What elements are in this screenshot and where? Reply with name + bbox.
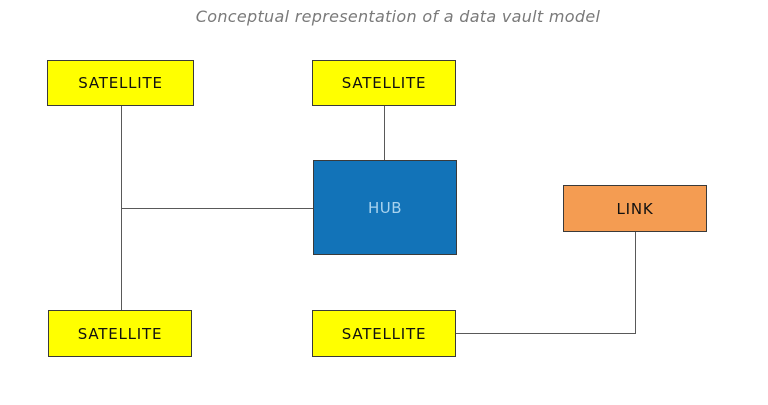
node-label: SATELLITE xyxy=(341,324,427,343)
node-label: HUB xyxy=(367,198,403,217)
node-satellite-top-middle: SATELLITE xyxy=(312,60,456,106)
edge-link-vertical-segment xyxy=(635,232,636,334)
node-label: SATELLITE xyxy=(78,74,163,92)
node-hub: HUB xyxy=(313,160,457,255)
node-label: SATELLITE xyxy=(77,324,163,343)
edge-satellite-top-middle-to-hub xyxy=(384,106,385,160)
diagram-title: Conceptual representation of a data vaul… xyxy=(195,7,601,26)
edge-left-branch-to-hub xyxy=(121,208,313,209)
node-label: LINK xyxy=(616,199,654,218)
node-satellite-bottom-middle: SATELLITE xyxy=(312,310,456,357)
edge-link-to-satellite-bottom-middle xyxy=(456,333,636,334)
node-link: LINK xyxy=(563,185,707,232)
node-satellite-top-left: SATELLITE xyxy=(47,60,194,106)
node-label: SATELLITE xyxy=(341,74,427,92)
node-satellite-bottom-left: SATELLITE xyxy=(48,310,192,357)
